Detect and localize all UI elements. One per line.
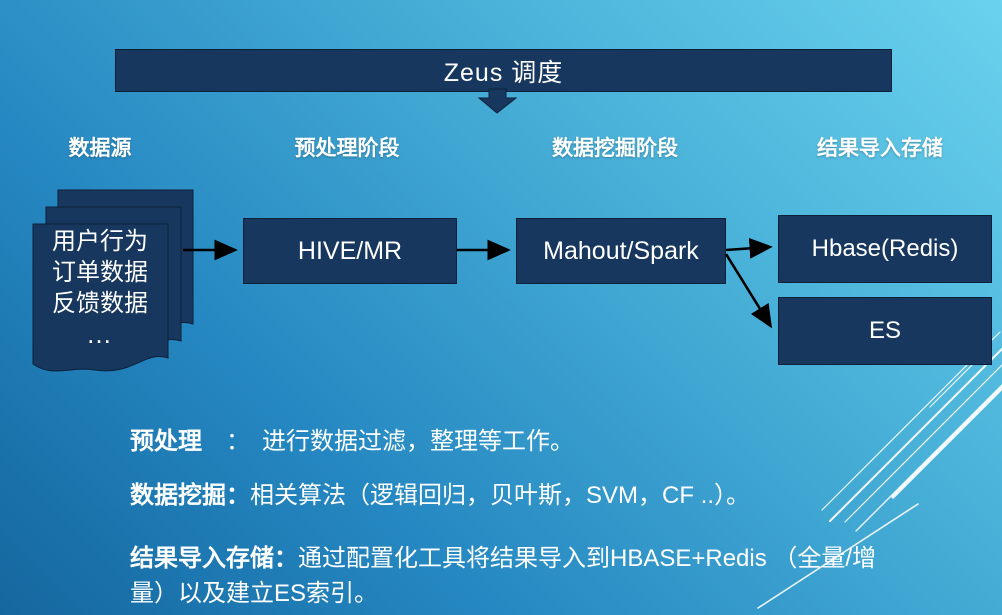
source-item: 反馈数据 (52, 290, 148, 317)
column-header-preprocess-stage: 预处理阶段 (294, 137, 400, 160)
source-item: 订单数据 (52, 259, 148, 286)
arrow-mahout-to-es (724, 253, 773, 329)
note-storage-desc: 通过配置化工具将结果导入到HBASE+Redis （全量/增量）以及建立ES索引… (130, 545, 877, 607)
data-source-stack-labels: 用户行为 订单数据 反馈数据 … (36, 226, 164, 349)
column-header-mining-stage: 数据挖掘阶段 (552, 137, 678, 160)
note-storage-colon: ： (274, 545, 298, 572)
source-item: 用户行为 (52, 228, 148, 255)
note-mining-term: 数据挖掘 (130, 482, 226, 509)
note-preprocess: 预处理 ： 进行数据过滤，整理等工作。 (130, 424, 574, 459)
note-storage: 结果导入存储：通过配置化工具将结果导入到HBASE+Redis （全量/增量）以… (130, 541, 902, 611)
node-mahout-spark-label: Mahout/Spark (543, 236, 699, 265)
node-es-label: ES (868, 317, 901, 344)
note-mining-desc: 相关算法（逻辑回归，贝叶斯，SVM，CF ..）。 (250, 482, 751, 509)
zeus-banner-label: Zeus 调度 (443, 58, 564, 87)
note-mining-colon: ： (226, 482, 250, 509)
source-ellipsis: … (86, 319, 114, 349)
node-mahout-spark: Mahout/Spark (516, 218, 726, 284)
column-header-result-storage: 结果导入存储 (817, 137, 943, 160)
note-mining: 数据挖掘：相关算法（逻辑回归，贝叶斯，SVM，CF ..）。 (130, 478, 750, 513)
note-preprocess-desc: 进行数据过滤，整理等工作。 (262, 428, 574, 455)
note-preprocess-term: 预处理 (130, 428, 202, 455)
zeus-scheduler-banner: Zeus 调度 (115, 49, 892, 92)
node-hbase-redis-label: Hbase(Redis) (811, 235, 959, 262)
note-preprocess-colon: ： (202, 428, 262, 455)
column-header-data-source: 数据源 (68, 137, 132, 160)
node-es: ES (778, 297, 992, 365)
arrow-mahout-to-hbase (725, 237, 773, 259)
node-hbase-redis: Hbase(Redis) (778, 215, 992, 283)
node-hive-mr: HIVE/MR (243, 218, 457, 284)
note-storage-term: 结果导入存储 (130, 545, 274, 572)
node-hive-mr-label: HIVE/MR (297, 236, 403, 265)
